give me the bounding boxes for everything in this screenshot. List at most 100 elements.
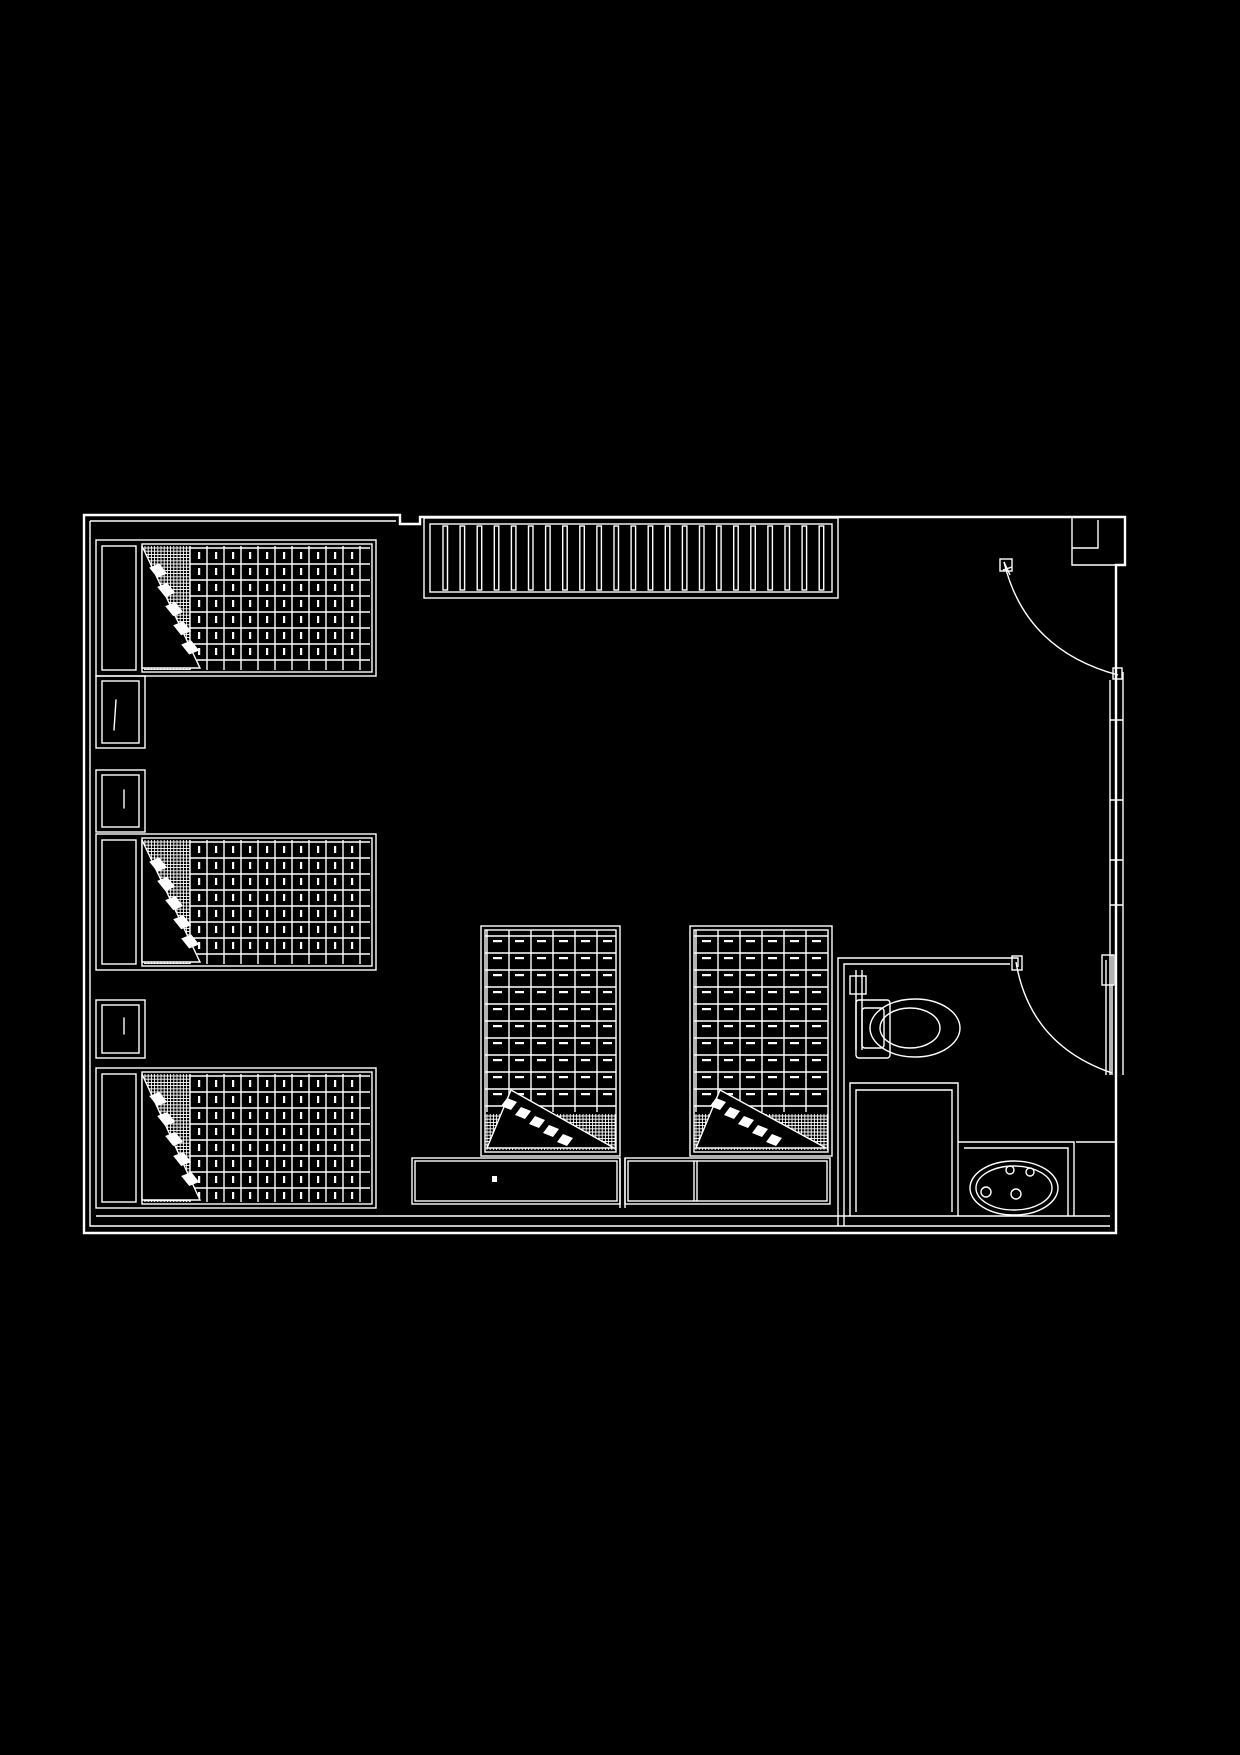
quilt-dash — [351, 862, 354, 869]
quilt-dash — [334, 894, 337, 901]
quilt-dash — [515, 1076, 524, 1079]
quilt-dash — [746, 1093, 755, 1096]
quilt-dash — [559, 1008, 568, 1011]
quilt-dash — [215, 862, 218, 869]
quilt-dash — [746, 1076, 755, 1079]
quilt-dash — [198, 1096, 201, 1103]
sheet-stripe — [181, 1172, 200, 1186]
quilt-dash — [283, 552, 286, 559]
quilt-dash — [493, 940, 502, 943]
quilt-dash — [334, 942, 337, 949]
quilt-dash — [768, 1042, 777, 1045]
quilt-dash — [249, 1144, 252, 1151]
quilt-dash — [232, 1096, 235, 1103]
bed — [480, 925, 621, 1157]
quilt-dash — [266, 926, 269, 933]
quilt-dash — [493, 1008, 502, 1011]
quilt-dash — [249, 878, 252, 885]
quilt-dash — [537, 1042, 546, 1045]
wardrobe-slat — [715, 525, 722, 591]
quilt-dash — [266, 648, 269, 655]
quilt-dash — [232, 1112, 235, 1119]
quilt-dash — [232, 584, 235, 591]
headboard — [101, 545, 137, 671]
quilt-dash — [317, 846, 320, 853]
quilt-dash — [334, 1096, 337, 1103]
quilt-dash — [317, 648, 320, 655]
folded-sheet — [694, 1089, 827, 1149]
quilt-dash — [603, 1042, 612, 1045]
quilt-dash — [351, 648, 354, 655]
quilt-dash — [790, 1059, 799, 1062]
quilt-dash — [198, 584, 201, 591]
quilt-dash — [232, 1192, 235, 1199]
sheet-stripe — [724, 1107, 740, 1119]
bed-frame — [95, 1067, 377, 1209]
quilt-dash — [317, 632, 320, 639]
bathroom — [837, 957, 1116, 1226]
quilt-dash — [334, 1160, 337, 1167]
quilt-dash — [351, 632, 354, 639]
quilt-dash — [266, 894, 269, 901]
quilt-dash — [603, 940, 612, 943]
wardrobe-slat — [493, 525, 500, 591]
quilt-dash — [559, 940, 568, 943]
quilt-dash — [334, 862, 337, 869]
quilt-dash — [283, 1096, 286, 1103]
quilt-dash — [746, 957, 755, 960]
quilt-dash — [317, 1096, 320, 1103]
quilt-dash — [283, 568, 286, 575]
quilt-dash — [283, 846, 286, 853]
quilt-dash — [515, 957, 524, 960]
quilt-dash — [334, 1112, 337, 1119]
quilt-dash — [198, 878, 201, 885]
quilt-dash — [249, 632, 252, 639]
quilt-dash — [266, 1112, 269, 1119]
quilt-dash — [215, 1144, 218, 1151]
quilt-dash — [559, 1025, 568, 1028]
quilt-dash — [603, 991, 612, 994]
quilt-dash — [812, 991, 821, 994]
quilt-dash — [232, 552, 235, 559]
quilt-dash — [198, 1112, 201, 1119]
quilt-dash — [317, 862, 320, 869]
quilt-dash — [300, 942, 303, 949]
quilt-dash — [300, 600, 303, 607]
quilt-dash — [300, 632, 303, 639]
sheet-stripe — [543, 1125, 559, 1137]
quilt-dash — [334, 1192, 337, 1199]
quilt-dash — [300, 616, 303, 623]
quilt-dash — [702, 1008, 711, 1011]
quilt-dash — [603, 1076, 612, 1079]
quilt-dash — [300, 878, 303, 885]
quilt-dash — [581, 991, 590, 994]
quilt-dash — [537, 957, 546, 960]
quilt-dash — [283, 648, 286, 655]
quilt-dash — [351, 894, 354, 901]
quilt-dash — [351, 1160, 354, 1167]
quilt-dash — [283, 878, 286, 885]
sheet-stripe — [557, 1134, 573, 1146]
quilt-dash — [232, 616, 235, 623]
quilt-dash — [249, 926, 252, 933]
quilt-dash — [266, 600, 269, 607]
quilt-dash — [790, 1076, 799, 1079]
quilt-dash — [232, 568, 235, 575]
wardrobe-slat — [527, 525, 534, 591]
quilt-dash — [559, 974, 568, 977]
quilt-dash — [300, 846, 303, 853]
quilt-dash — [232, 894, 235, 901]
quilt-dash — [702, 1042, 711, 1045]
wardrobe-slat — [698, 525, 705, 591]
quilt-dash — [768, 957, 777, 960]
quilt-dash — [198, 1160, 201, 1167]
quilt-dash — [581, 1093, 590, 1096]
quilt-dash — [812, 1059, 821, 1062]
quilt-dash — [351, 910, 354, 917]
quilt-dash — [812, 957, 821, 960]
bedside-cabinet — [95, 769, 146, 833]
wardrobe-slat — [801, 525, 808, 591]
quilt-dash — [559, 1093, 568, 1096]
quilt-dash — [249, 648, 252, 655]
quilt-dash — [317, 584, 320, 591]
